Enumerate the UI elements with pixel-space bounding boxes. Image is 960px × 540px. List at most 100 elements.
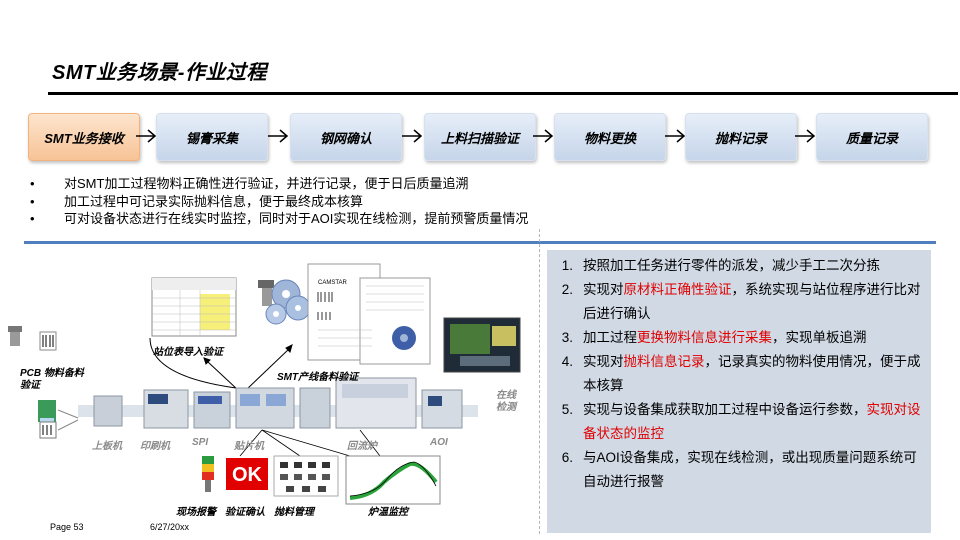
- diagram-graphics: CAMSTAR: [8, 263, 521, 505]
- flow-step-label: SMT业务接收: [44, 130, 124, 146]
- benefits-panel: [547, 250, 931, 533]
- smt-line-label: SMT产线备料验证: [277, 372, 359, 383]
- plain-text: ，实现单板追溯: [772, 330, 867, 345]
- bottom-label: 验证确认: [225, 507, 265, 518]
- ok-badge-icon: [226, 458, 268, 490]
- flow-step-label: 钢网确认: [319, 130, 372, 146]
- plain-text: ，系统实现与站位程序进行比对后进行确认: [583, 282, 921, 321]
- connector-line: [57, 409, 79, 431]
- flow-step-label: 锡膏采集: [185, 130, 238, 146]
- bottom-label: 炉温监控: [368, 507, 408, 518]
- title-underline: [48, 92, 958, 95]
- flow-step-7[interactable]: 质量记录: [816, 113, 928, 161]
- plain-text: 按照加工任务进行零件的派发，减少手工二次分拣: [583, 258, 880, 273]
- connector-line: [239, 429, 381, 457]
- plain-text: 与AOI设备集成，实现在线检测，或出现质量问题系统可自动进行报警: [583, 450, 917, 489]
- page-number: Page 53: [50, 522, 84, 532]
- material-reel-icon: [258, 279, 311, 325]
- benefit-item: 4. 实现对抛料信息记录，记录真实的物料使用情况，便于成本核算: [547, 350, 931, 398]
- components-icon: [273, 455, 339, 497]
- slide-title: SMT业务场景-作业过程: [52, 62, 267, 84]
- flow-step-label: 质量记录: [845, 130, 898, 146]
- arrow-right-icon: [533, 129, 554, 143]
- flow-step-2[interactable]: 锡膏采集: [156, 113, 268, 161]
- benefit-text: 实现对抛料信息记录，记录真实的物料使用情况，便于成本核算: [583, 350, 925, 398]
- benefit-text: 实现对原材料正确性验证，系统实现与站位程序进行比对后进行确认: [583, 278, 925, 326]
- section-divider: [24, 241, 936, 244]
- bullet-dot-icon: •: [30, 176, 35, 191]
- benefit-number: 6.: [561, 450, 573, 465]
- pcb-label: PCB 物料备料验证: [20, 368, 84, 391]
- ok-badge-text: OK: [232, 464, 263, 486]
- plain-text: 实现与设备集成获取加工过程中设备运行参数，: [583, 402, 867, 417]
- arrow-line-icon: [203, 344, 293, 391]
- benefit-number: 3.: [561, 330, 573, 345]
- highlight-text: 实现对设备状态的监控: [583, 402, 921, 441]
- bullet-text: 可对设备状态进行在线实时监控，同时对于AOI实现在线检测，提前预警质量情况: [64, 211, 529, 226]
- plain-text: 实现对: [583, 354, 624, 369]
- benefit-item: 5. 实现与设备集成获取加工过程中设备运行参数，实现对设备状态的监控: [547, 398, 931, 446]
- highlight-text: 更换物料信息进行采集: [637, 330, 772, 345]
- flow-step-1[interactable]: SMT业务接收: [28, 113, 140, 161]
- curved-arrow: [149, 337, 237, 389]
- benefit-item: 3. 加工过程更换物料信息进行采集，实现单板追溯: [547, 326, 931, 350]
- plain-text: ，记录真实的物料使用情况，便于成本核算: [583, 354, 921, 393]
- flow-step-3[interactable]: 钢网确认: [290, 113, 402, 161]
- arrow-right-icon: [795, 129, 816, 143]
- camstar-document-icon: [307, 263, 431, 365]
- plain-text: 实现对: [583, 282, 624, 297]
- benefit-text: 实现与设备集成获取加工过程中设备运行参数，实现对设备状态的监控: [583, 398, 925, 446]
- process-flow: SMT业务接收 锡膏采集 钢网确认 上料扫描验证 物料更换 抛料记录 质量记录: [28, 113, 928, 161]
- benefit-number: 1.: [561, 258, 573, 273]
- benefit-item: 6. 与AOI设备集成，实现在线检测，或出现质量问题系统可自动进行报警: [547, 446, 931, 494]
- benefit-text: 按照加工任务进行零件的派发，减少手工二次分拣: [583, 254, 880, 278]
- machine-label: 回流炉: [347, 441, 377, 452]
- machine-label: 印刷机: [140, 441, 170, 452]
- machine-label: SPI: [192, 437, 209, 448]
- highlight-text: 抛料信息记录: [623, 354, 705, 369]
- bullet-text: 加工过程中可记录实际抛料信息，便于最终成本核算: [64, 193, 364, 209]
- flow-step-4[interactable]: 上料扫描验证: [424, 113, 536, 161]
- machine-label: AOI: [430, 437, 448, 448]
- arrow-right-icon: [268, 129, 289, 143]
- bullet-dot-icon: •: [30, 193, 35, 209]
- pcb-stack-icon: [38, 400, 57, 439]
- bullet-item: • 加工过程中可记录实际抛料信息，便于最终成本核算: [30, 193, 528, 211]
- station-table-icon: [151, 277, 237, 337]
- summary-bullets: •对SMT加工过程物料正确性进行验证，并进行记录，便于日后质量追溯 •加工过程中…: [30, 175, 528, 228]
- flow-step-label: 物料更换: [583, 130, 636, 146]
- benefit-text: 加工过程更换物料信息进行采集，实现单板追溯: [583, 326, 867, 350]
- flow-step-label: 上料扫描验证: [440, 130, 519, 146]
- bullet-dot-icon: •: [30, 211, 35, 226]
- online-inspection-label: 在线检测: [496, 390, 516, 413]
- machine-label: 上板机: [92, 441, 122, 452]
- smt-production-line: [78, 377, 478, 429]
- benefit-number: 5.: [561, 402, 573, 417]
- flow-step-6[interactable]: 抛料记录: [685, 113, 797, 161]
- bottom-label: 抛料管理: [274, 507, 314, 518]
- vertical-dashed-divider: [539, 229, 540, 534]
- camstar-brand: CAMSTAR: [318, 280, 348, 286]
- flow-step-5[interactable]: 物料更换: [554, 113, 666, 161]
- benefit-item: 1. 按照加工任务进行零件的派发，减少手工二次分拣: [547, 254, 931, 278]
- bottom-label: 现场报警: [176, 507, 216, 518]
- plain-text: 加工过程: [583, 330, 637, 345]
- arrow-right-icon: [136, 129, 157, 143]
- highlight-text: 原材料正确性验证: [623, 282, 732, 297]
- flow-step-label: 抛料记录: [714, 130, 767, 146]
- bullet-item: • 可对设备状态进行在线实时监控，同时对于AOI实现在线检测，提前预警质量情况: [30, 210, 528, 228]
- arrow-right-icon: [665, 129, 686, 143]
- benefit-item: 2. 实现对原材料正确性验证，系统实现与站位程序进行比对后进行确认: [547, 278, 931, 326]
- benefit-number: 2.: [561, 282, 573, 297]
- barcode-scanner-icon: [8, 326, 57, 351]
- alarm-light-icon: [202, 456, 214, 492]
- benefit-number: 4.: [561, 354, 573, 369]
- machine-label: 贴片机: [234, 441, 264, 452]
- benefit-text: 与AOI设备集成，实现在线检测，或出现质量问题系统可自动进行报警: [583, 446, 925, 494]
- slide-date: 6/27/20xx: [150, 522, 190, 532]
- station-table-label: 站位表导入验证: [153, 347, 223, 358]
- arrow-right-icon: [402, 129, 423, 143]
- smt-line-diagram: CAMSTAR: [0, 250, 540, 540]
- temperature-profile-icon: [345, 455, 441, 505]
